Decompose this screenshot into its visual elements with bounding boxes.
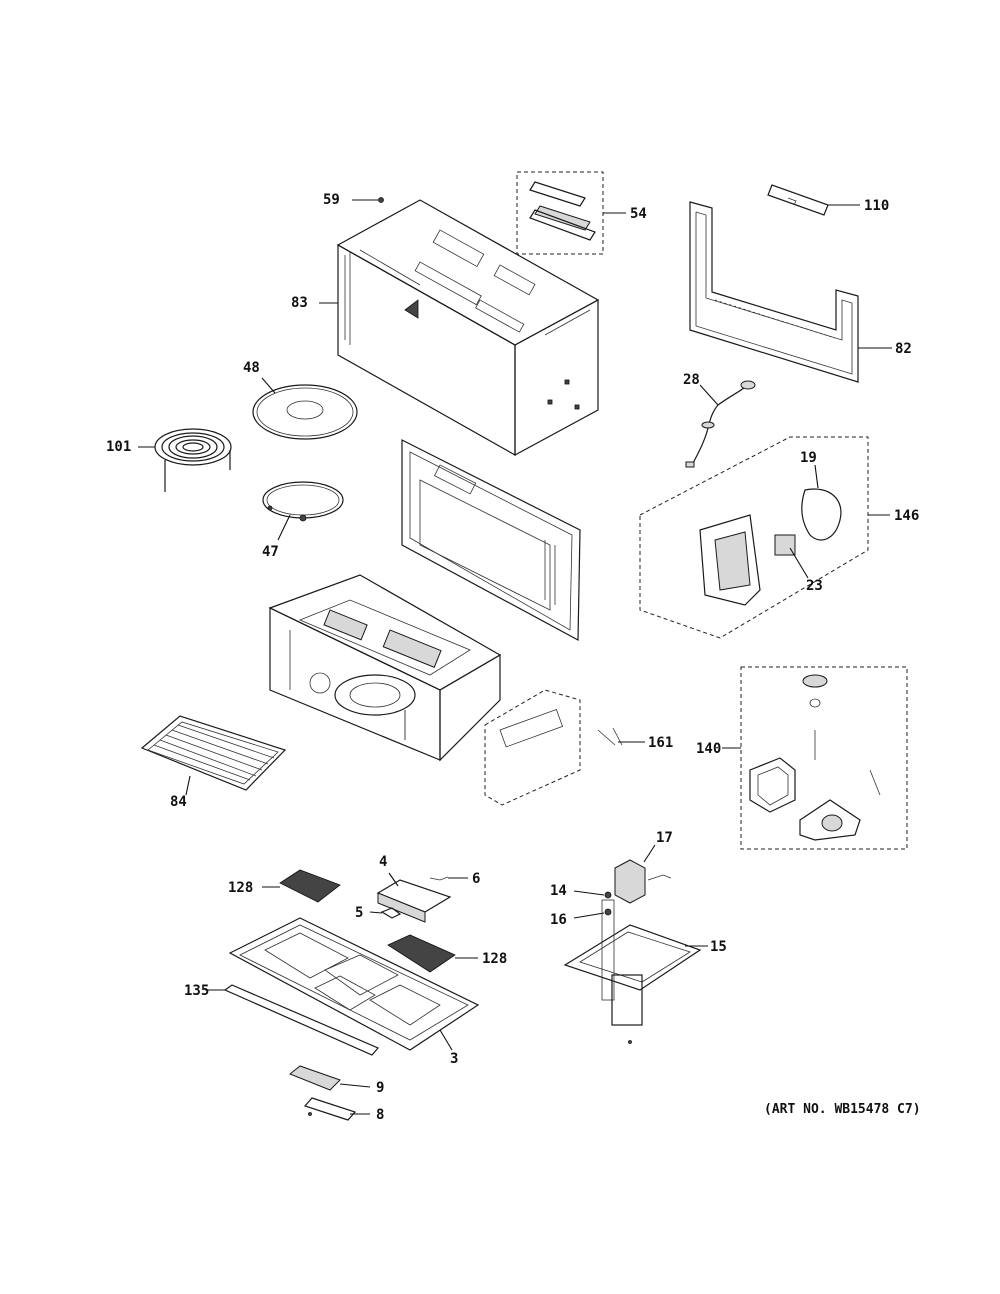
part-9-part xyxy=(289,1065,371,1091)
callout-15: 15 xyxy=(710,939,727,955)
callout-84: 84 xyxy=(170,794,187,810)
part-8-part xyxy=(303,1097,370,1121)
part-84-rack xyxy=(140,715,287,796)
part-128-grease-filter-right xyxy=(387,934,478,973)
callout-48: 48 xyxy=(243,360,260,376)
callout-146: 146 xyxy=(894,508,920,524)
part-128-grease-filter-left xyxy=(262,869,341,903)
callout-4: 4 xyxy=(379,854,388,870)
callout-6: 6 xyxy=(472,871,481,887)
art-number: (ART NO. WB15478 C7) xyxy=(764,1102,921,1117)
callout-54: 54 xyxy=(630,206,647,222)
callout-16: 16 xyxy=(550,912,567,928)
part-cavity-front-frame xyxy=(401,439,581,641)
callout-140: 140 xyxy=(696,741,722,757)
callout-110: 110 xyxy=(864,198,890,214)
callout-135: 135 xyxy=(184,983,210,999)
part-14-component xyxy=(573,890,612,899)
callout-161: 161 xyxy=(648,735,674,751)
callout-14: 14 xyxy=(550,883,567,899)
callout-8: 8 xyxy=(376,1107,385,1123)
callout-28: 28 xyxy=(683,372,700,388)
callout-23: 23 xyxy=(806,578,823,594)
part-101-heater-coil xyxy=(138,428,232,492)
part-4-lamp-housing xyxy=(376,872,452,923)
part-110-plate xyxy=(767,184,860,216)
part-161-control-panel xyxy=(484,689,645,806)
part-54-vent-group xyxy=(516,171,626,255)
callout-9: 9 xyxy=(376,1080,385,1096)
callout-59: 59 xyxy=(323,192,340,208)
part-59-screw xyxy=(352,197,384,203)
part-28-wire-harness xyxy=(685,380,756,468)
callout-47: 47 xyxy=(262,544,279,560)
callout-5: 5 xyxy=(355,905,364,921)
callout-128-left: 128 xyxy=(228,880,254,896)
part-15-base-bracket xyxy=(563,899,708,1044)
part-47-roller-ring xyxy=(262,481,344,541)
part-146-fan-assembly xyxy=(639,436,890,639)
callout-82: 82 xyxy=(895,341,912,357)
part-cavity-chassis xyxy=(268,574,502,762)
callout-17: 17 xyxy=(656,830,673,846)
part-83-outer-case xyxy=(319,199,600,457)
callout-3: 3 xyxy=(450,1051,459,1067)
part-17-component xyxy=(614,844,672,904)
part-135-trim xyxy=(205,984,379,1056)
callout-101: 101 xyxy=(106,439,132,455)
callout-128-right: 128 xyxy=(482,951,508,967)
part-16-component xyxy=(573,908,612,919)
part-6-bulb xyxy=(429,876,468,881)
part-140-assembly xyxy=(722,666,908,850)
callout-83: 83 xyxy=(291,295,308,311)
part-3-bottom-plate xyxy=(228,917,480,1051)
part-82-mounting-bracket xyxy=(689,201,892,383)
callout-19: 19 xyxy=(800,450,817,466)
part-48-turntable-glass xyxy=(252,377,358,440)
part-5-socket xyxy=(369,907,402,919)
